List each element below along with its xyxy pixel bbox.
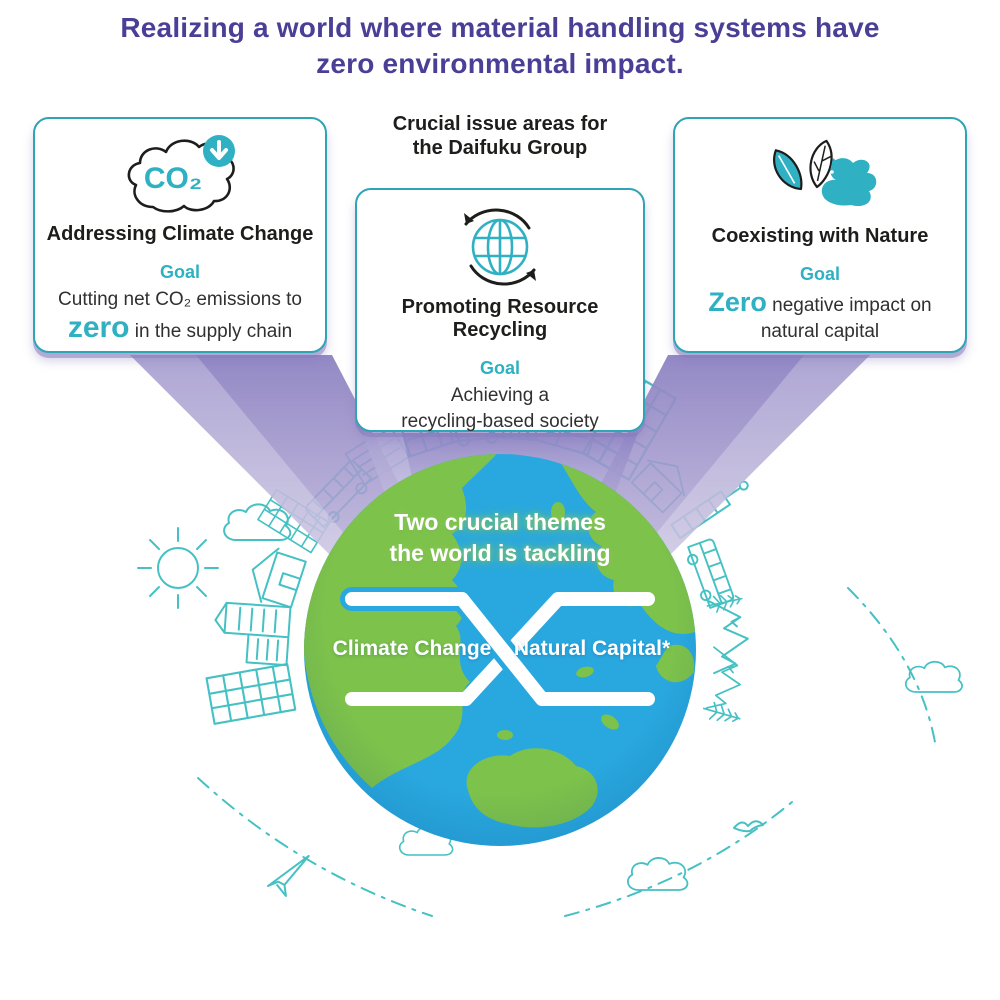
goal-label: Goal: [799, 264, 840, 284]
goal-label: Goal: [479, 358, 520, 378]
card-addressing-climate-change: CO₂ Addressing Climate Change Goal Cutti…: [33, 117, 327, 353]
svg-text:CO₂: CO₂: [144, 162, 202, 195]
mountain-icon: [708, 597, 752, 675]
card-promoting-resource-recycling: Promoting Resource Recycling Goal Achiev…: [355, 188, 645, 432]
building-icon: [211, 601, 292, 667]
card-goal-text: Zero negative impact on natural capital: [708, 287, 932, 342]
globe-caption: Two crucial themes the world is tackling: [389, 509, 611, 567]
theme-label-climate-change: Climate Change: [332, 637, 492, 660]
bird-icon: [733, 820, 764, 833]
group-header: Crucial issue areas for the Daifuku Grou…: [392, 113, 608, 160]
card-title: Promoting Resource Recycling: [401, 296, 599, 341]
recycling-globe-icon: [445, 200, 555, 294]
card-title: Addressing Climate Change: [46, 223, 314, 245]
mountain-icon: [705, 646, 746, 713]
card-coexisting-with-nature: Coexisting with Nature Goal Zero negativ…: [673, 117, 967, 353]
airplane-icon: [262, 854, 320, 902]
squirrel-leaves-icon: [755, 129, 885, 223]
crossing-themes-symbol: [340, 587, 660, 711]
card-title: Coexisting with Nature: [711, 225, 929, 247]
co2-cloud-reduction-icon: CO₂: [115, 129, 245, 221]
theme-label-natural-capital: Natural Capital*: [513, 637, 671, 660]
building-icon: [205, 663, 297, 725]
card-goal-text: Achieving a recycling-based society: [401, 385, 599, 432]
page-title: Realizing a world where material handlin…: [120, 12, 880, 79]
goal-label: Goal: [159, 262, 200, 282]
card-goal-text: Cutting net CO₂ emissions to zero in the…: [58, 289, 302, 344]
